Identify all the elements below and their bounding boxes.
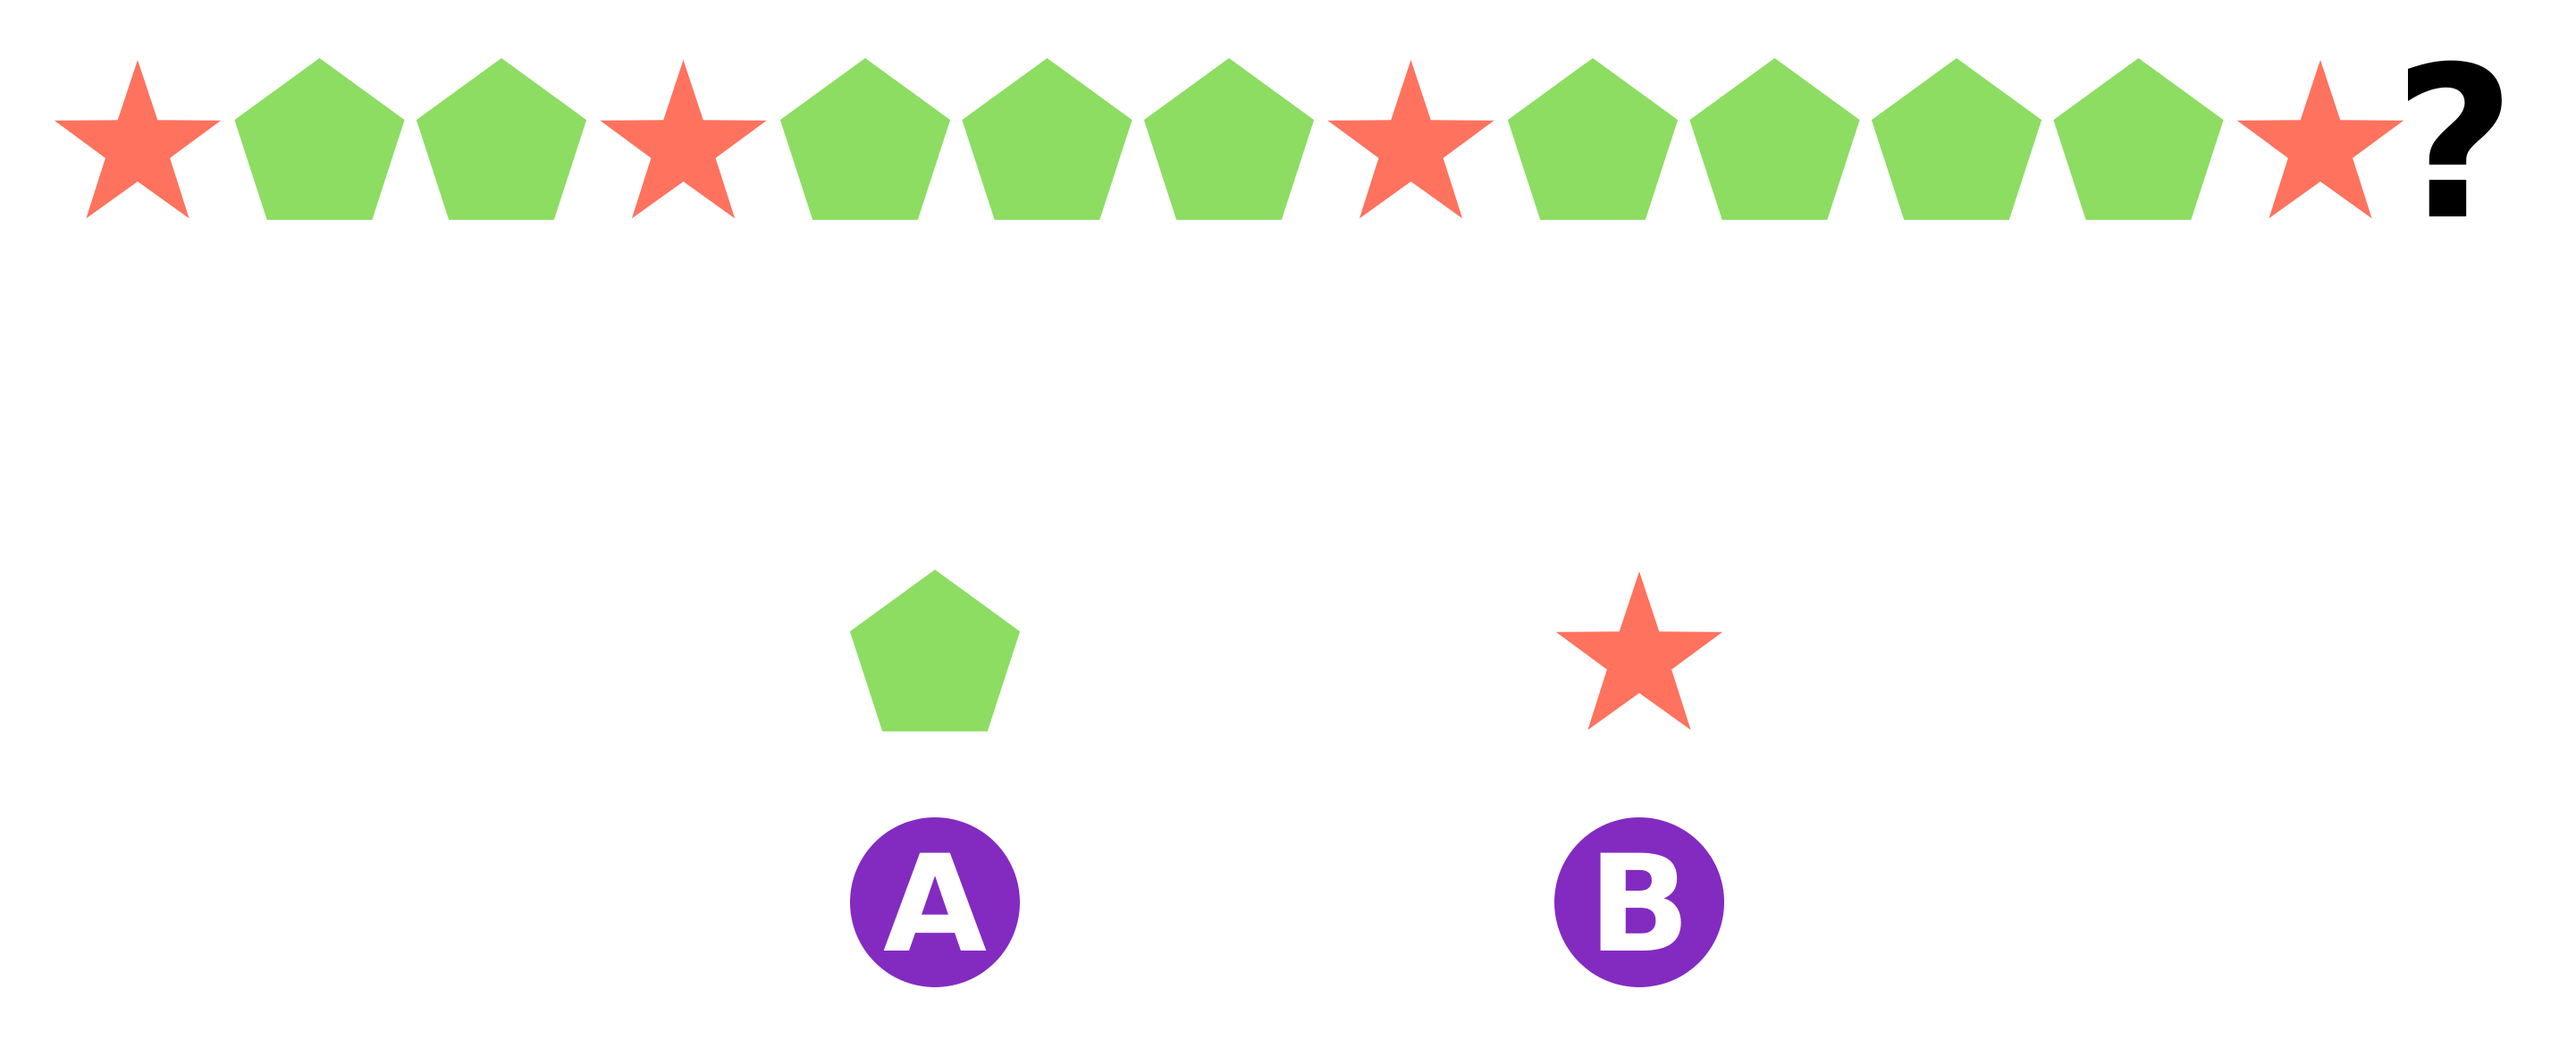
- option-badge[interactable]: [850, 817, 1020, 987]
- sequence-pentagon-12: [2053, 58, 2224, 220]
- sequence-pentagon-9: [1507, 58, 1679, 220]
- option-badge[interactable]: [1554, 817, 1724, 987]
- option-letter: B: [1588, 827, 1690, 983]
- missing-item-question-mark: ?: [2394, 22, 2515, 266]
- sequence-row: [54, 58, 2404, 220]
- option-letter: A: [883, 827, 987, 983]
- sequence-star-8: [1327, 60, 1494, 219]
- sequence-pentagon-7: [1143, 58, 1315, 220]
- option-b-star: [1555, 571, 1723, 731]
- option-a[interactable]: A: [849, 570, 1021, 987]
- sequence-pentagon-11: [1871, 58, 2042, 220]
- sequence-star-4: [600, 60, 767, 219]
- sequence-star-13: [2236, 60, 2404, 219]
- option-a-pentagon: [849, 570, 1021, 731]
- option-b[interactable]: B: [1554, 571, 1724, 987]
- sequence-star-1: [54, 60, 222, 219]
- sequence-pentagon-5: [779, 58, 951, 220]
- sequence-pentagon-6: [962, 58, 1132, 220]
- sequence-pentagon-3: [416, 58, 587, 220]
- sequence-pentagon-2: [234, 58, 405, 220]
- sequence-pentagon-10: [1689, 58, 1860, 220]
